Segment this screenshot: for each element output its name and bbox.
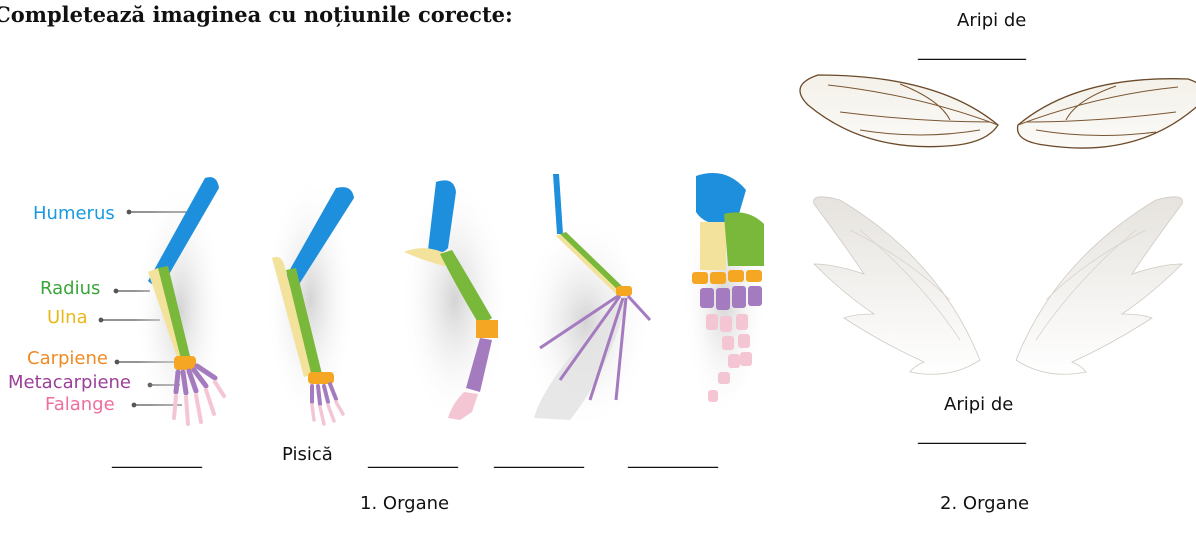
wings-bottom-blank[interactable]: ____________ [918, 424, 1026, 445]
cat-leg-skeleton [265, 175, 355, 425]
bird-wings [814, 197, 1183, 374]
whale-flipper-skeleton [682, 173, 767, 420]
limb-name-blank-3[interactable]: __________ [494, 448, 584, 469]
ungulate-leg-skeleton [400, 175, 510, 425]
insect-wings [800, 75, 1196, 148]
human-arm-skeleton [135, 177, 225, 440]
limb-name-cat: Pisică [282, 444, 333, 465]
limb-name-blank-1[interactable]: __________ [112, 448, 202, 469]
limb-name-blank-2[interactable]: __________ [368, 448, 458, 469]
wings-bottom-label: Aripi de [944, 394, 1013, 415]
limb-name-blank-4[interactable]: __________ [628, 448, 718, 469]
bat-wing-skeleton [520, 174, 651, 432]
caption-organs-2: 2. Organe [940, 493, 1029, 514]
wings-top-label: Aripi de [957, 10, 1026, 31]
caption-organs-1: 1. Organe [360, 493, 449, 514]
wings-top-blank[interactable]: ____________ [918, 40, 1026, 61]
